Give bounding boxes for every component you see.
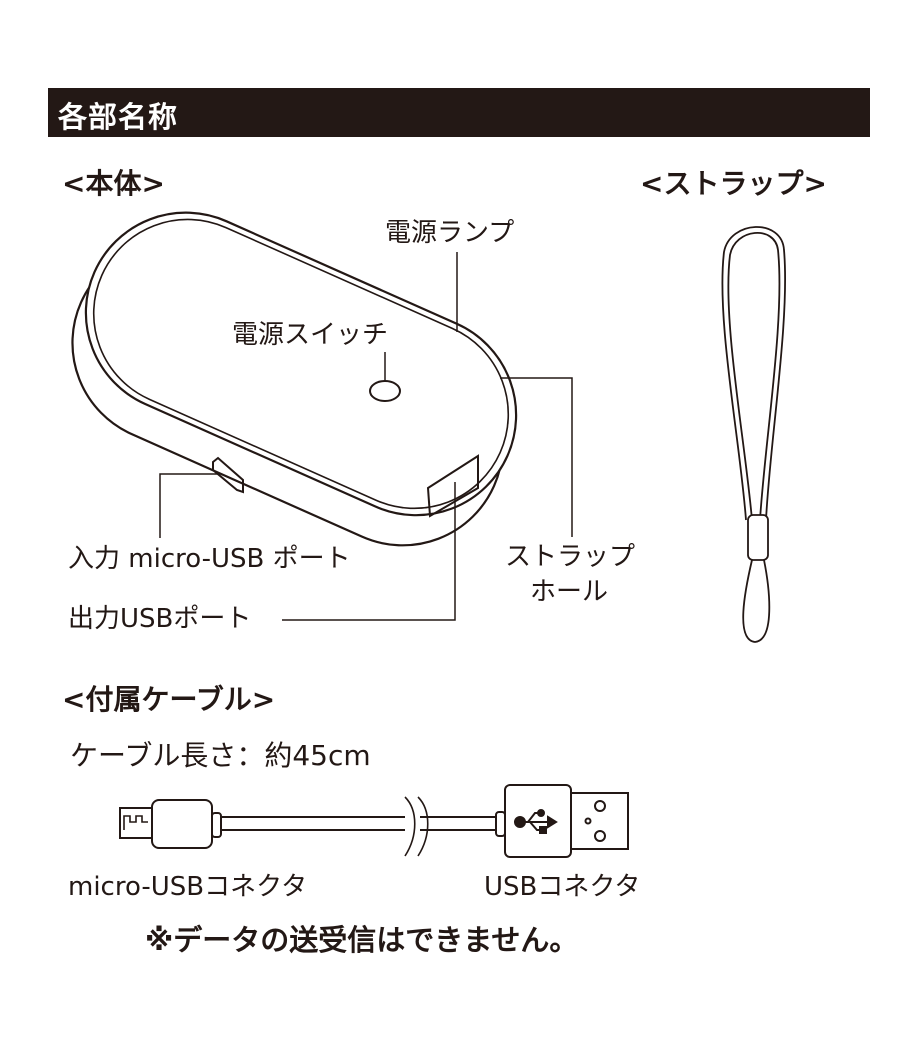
micro-usb-tip <box>119 807 152 839</box>
input-port-label: 入力 micro-USB ポート <box>68 544 351 574</box>
micro-usb-port <box>212 456 244 494</box>
strap-heading: <ストラップ> <box>640 167 827 200</box>
power-switch-label: 電源スイッチ <box>232 320 389 350</box>
usb-output-port <box>426 454 479 518</box>
section-header: 各部名称 <box>48 88 870 137</box>
leader-lines <box>159 252 573 621</box>
main-unit-heading: <本体> <box>62 167 165 200</box>
strap-illustration <box>721 226 787 643</box>
power-bank-illustration <box>71 211 518 547</box>
strap-hole-label-line1: ストラップ <box>505 542 636 572</box>
data-transfer-note: ※データの送受信はできません。 <box>145 923 579 957</box>
output-port-label: 出力USBポート <box>68 604 252 634</box>
strap-hole-label-line2: ホール <box>530 577 609 607</box>
usb-plug <box>570 792 629 850</box>
cable-heading: <付属ケーブル> <box>62 683 276 716</box>
usb-connector-label: USBコネクタ <box>484 872 641 902</box>
usb-symbol-icon <box>514 809 558 834</box>
section-title: 各部名称 <box>58 100 179 134</box>
power-lamp-label: 電源ランプ <box>385 218 515 248</box>
micro-usb-body <box>151 799 213 849</box>
cable-length: ケーブル長さ：約45cm <box>70 739 371 772</box>
cable-illustration <box>119 784 629 858</box>
micro-usb-connector-label: micro-USBコネクタ <box>68 872 308 902</box>
